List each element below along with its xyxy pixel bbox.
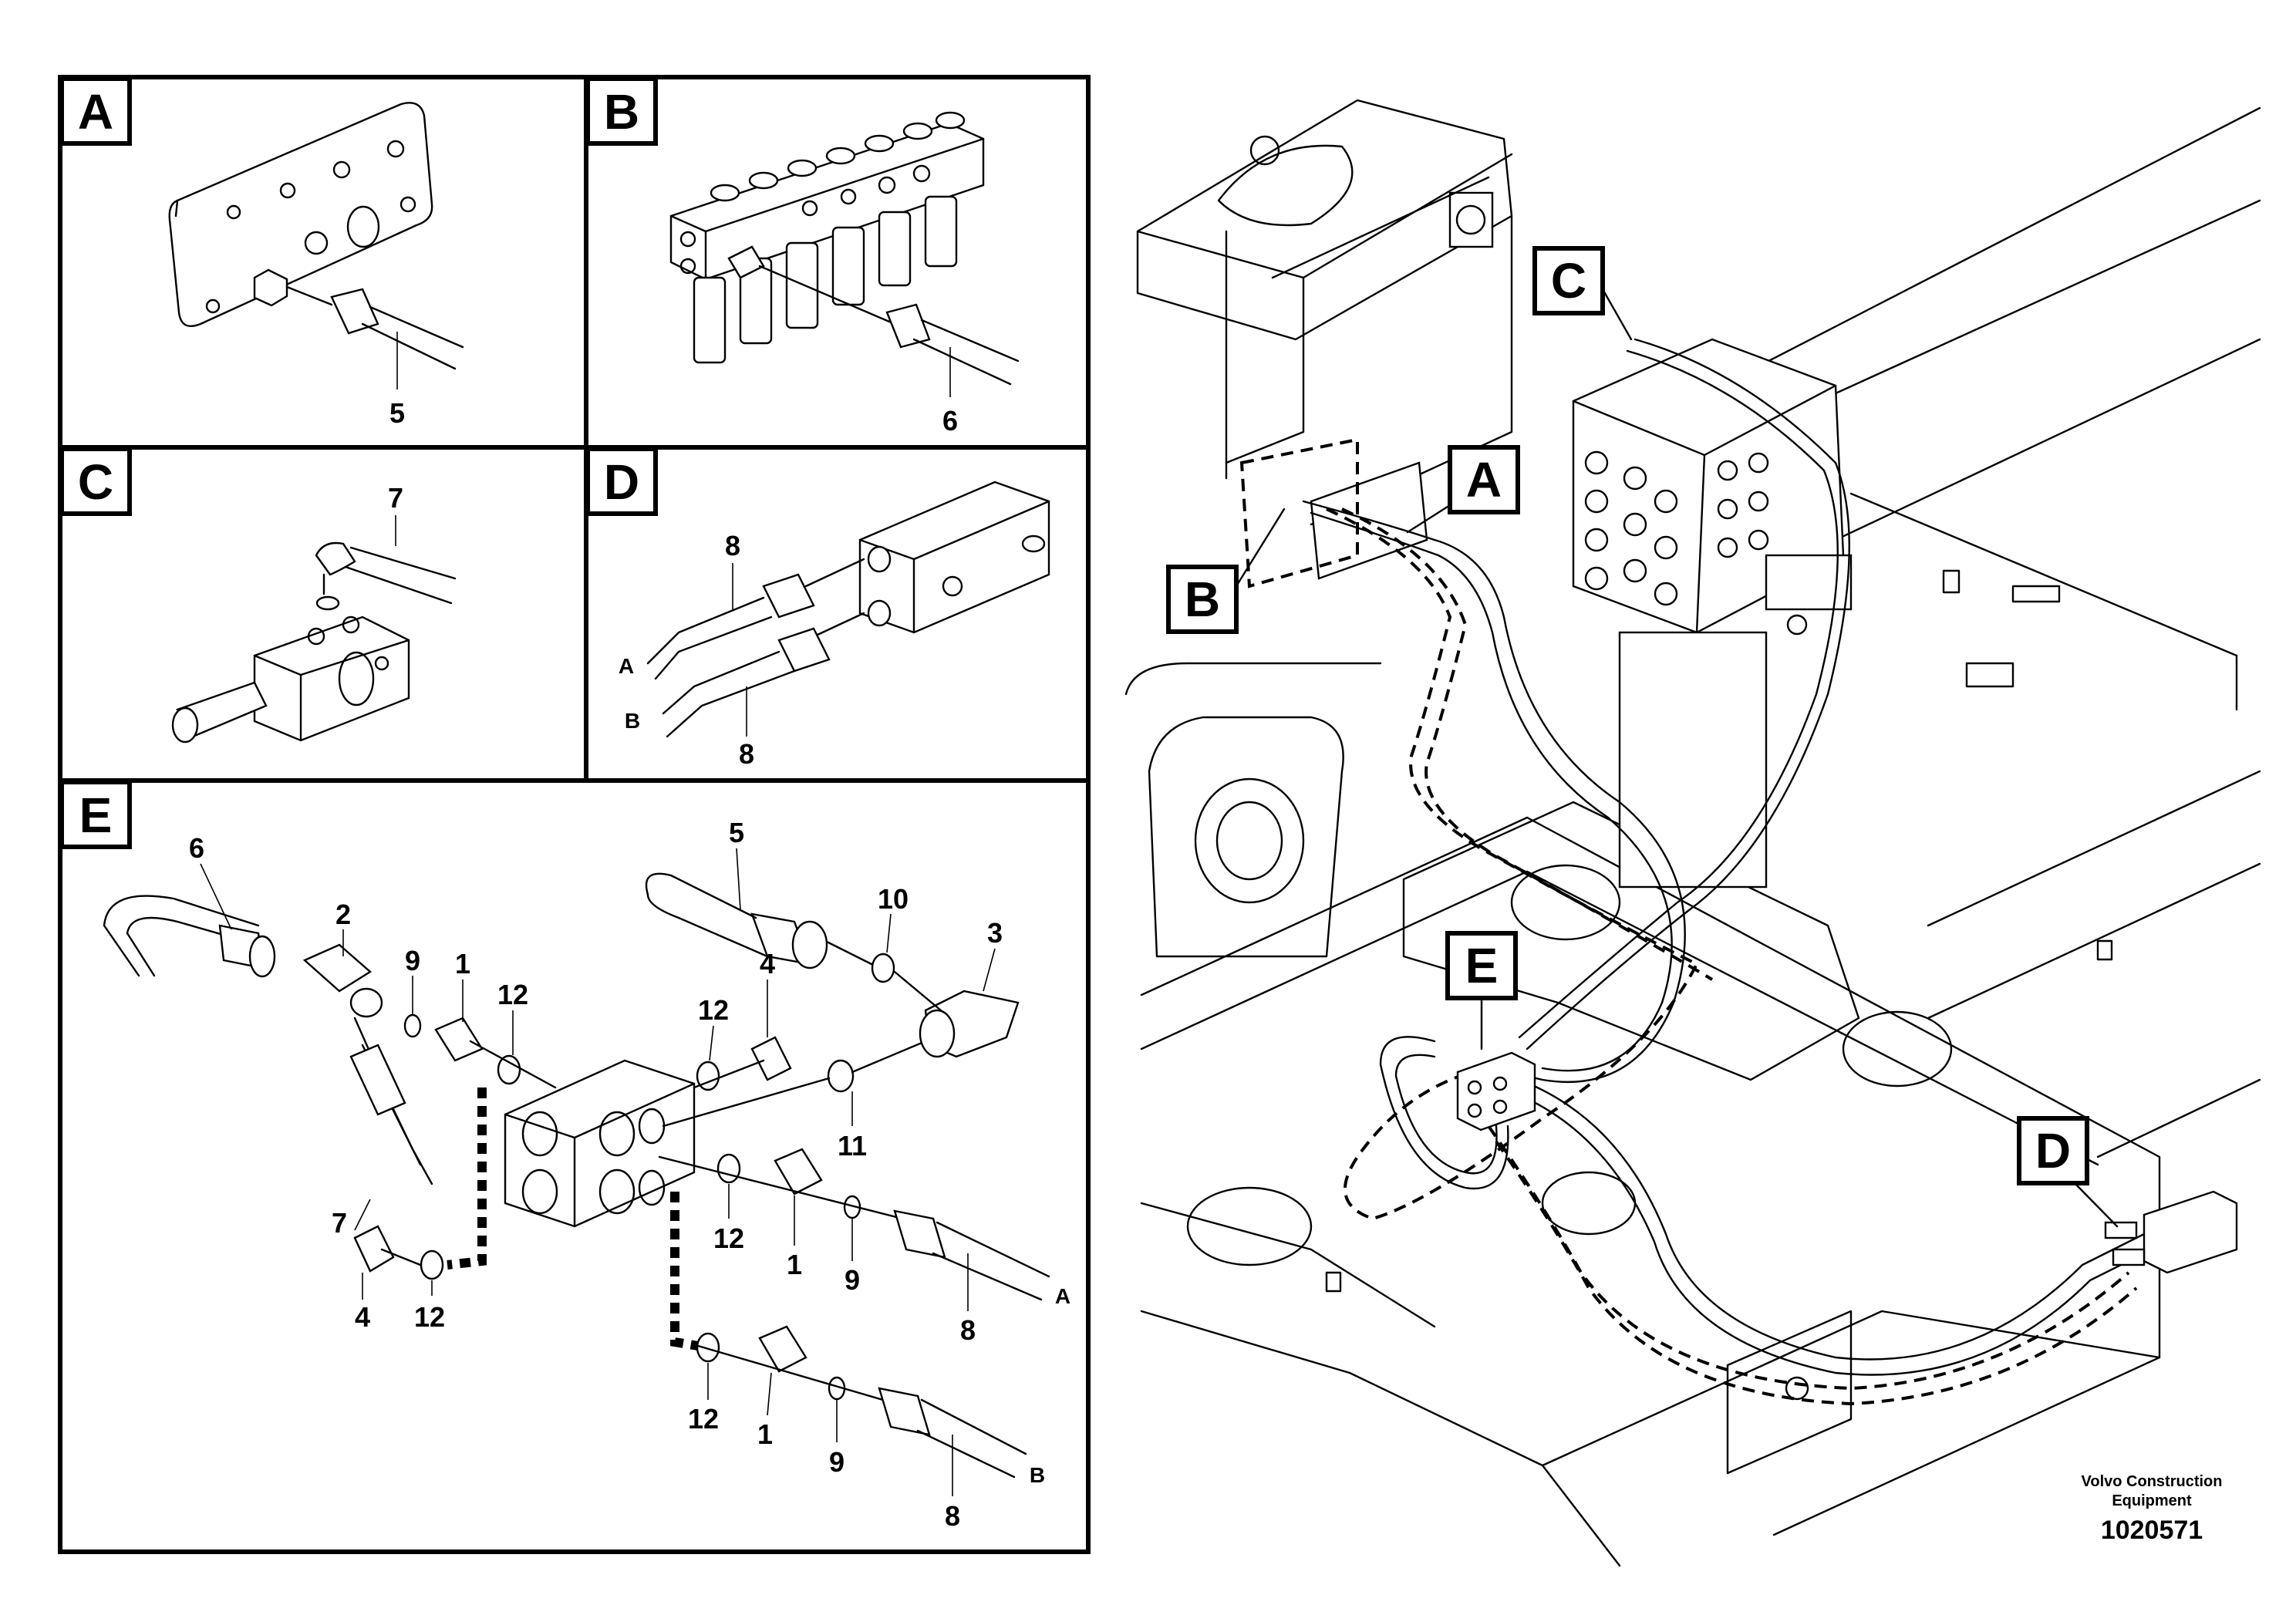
footer: Volvo Construction Equipment 1020571 [2082,1473,2223,1545]
panel-e-item-8-a: 8 [960,1314,976,1346]
panel-b-bolts [710,111,966,202]
panel-e-port-a: A [1055,1284,1070,1308]
main-callout-e: E [1445,931,1518,1050]
panel-d-port-b: B [625,709,640,733]
panel-e-item-11: 11 [838,1130,867,1162]
panel-e-item-9-c: 9 [829,1446,845,1478]
main-callout-a: A [1406,445,1520,534]
panel-d-port-a: A [619,654,634,678]
panel-e-item-12-b: 12 [414,1301,445,1333]
panel-d: D 8 8 A B [585,447,1050,770]
footer-company-line1: Volvo Construction [2082,1473,2223,1490]
panel-c-letter: C [78,454,113,510]
panel-e-item-7: 7 [332,1207,347,1239]
panel-e-item-1-c: 1 [757,1418,773,1450]
panel-e: E [59,780,1070,1532]
svg-text:A: A [1466,452,1502,508]
panel-e-item-1-a: 1 [455,948,470,980]
svg-text:B: B [1185,572,1220,627]
svg-text:E: E [1465,938,1499,993]
panel-b-cartridges [693,195,958,364]
panel-e-item-4-a: 4 [355,1301,370,1333]
panel-a-letter: A [78,84,113,140]
panel-e-letter: E [79,787,113,843]
panel-b: B [585,76,1020,437]
panel-e-item-8-b: 8 [945,1500,960,1532]
panel-e-item-12-a: 12 [497,979,528,1010]
panel-d-item-8a: 8 [725,530,740,561]
detail-panels-frame [58,75,1091,1554]
panel-e-item-2: 2 [335,899,351,930]
panel-e-item-9-b: 9 [845,1264,860,1296]
panel-e-item-10: 10 [878,883,909,915]
panel-b-letter: B [604,84,639,140]
panel-e-item-12-d: 12 [713,1222,744,1254]
main-callout-b: B [1166,508,1286,634]
footer-company-line2: Equipment [2112,1492,2192,1509]
panel-e-item-12-c: 12 [698,994,729,1026]
panel-e-item-9-a: 9 [405,945,420,976]
panel-e-item-6: 6 [189,832,204,864]
panel-e-item-1-b: 1 [787,1249,802,1280]
valve-ports [1584,450,1808,636]
panel-e-item-12-e: 12 [688,1403,719,1435]
panel-e-item-4-b: 4 [760,948,775,980]
panel-a-item-5: 5 [389,397,405,429]
panel-a: A 5 [59,76,464,429]
panel-c-item-7: 7 [388,482,403,514]
main-callout-d: D [2017,1116,2119,1228]
svg-text:D: D [2035,1123,2071,1179]
main-callout-c: C [1532,246,1633,341]
panel-d-item-8b: 8 [739,738,754,770]
panel-d-letter: D [604,454,639,510]
svg-text:C: C [1551,253,1586,309]
panel-c: C 7 [59,447,457,744]
panel-b-item-6: 6 [942,405,958,437]
main-machine-view [1124,99,2261,1567]
panel-e-item-3: 3 [987,917,1003,949]
drawing-number: 1020571 [2101,1516,2203,1545]
panel-e-port-b: B [1030,1463,1045,1487]
panel-e-item-5: 5 [729,817,744,848]
